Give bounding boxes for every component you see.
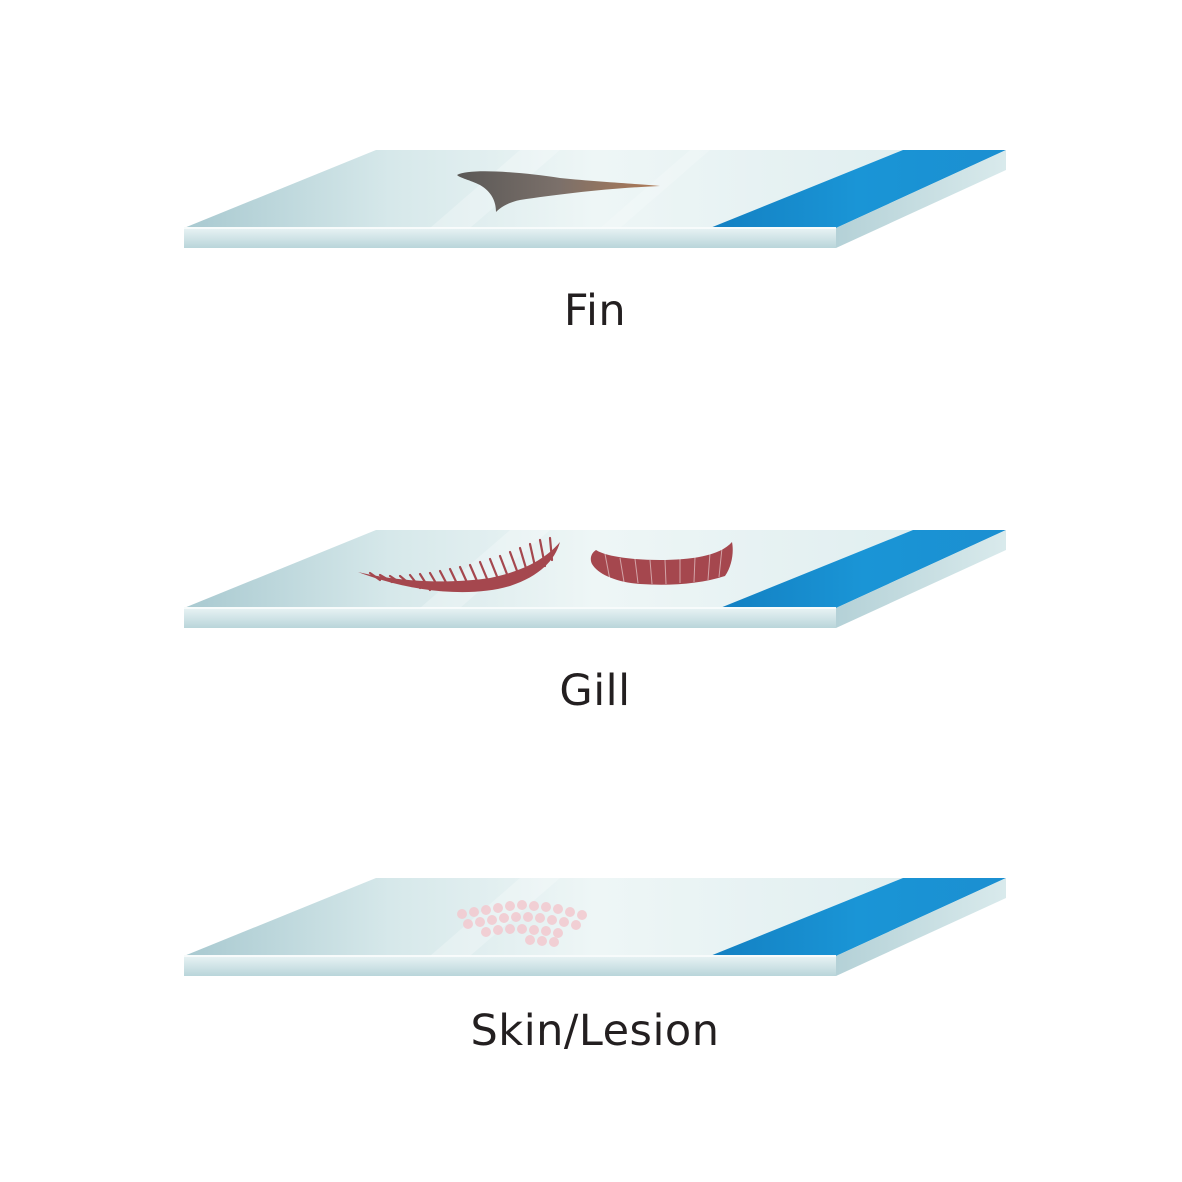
frosted-label <box>710 150 1006 228</box>
skin-slide-block: Skin/Lesion <box>0 868 1182 1068</box>
gill-slide-block: Gill <box>0 520 1182 720</box>
slide-label-fin: Fin <box>563 286 627 336</box>
glass-side-edge <box>836 530 1006 628</box>
glass-front-edge <box>184 608 836 628</box>
frosted-label <box>710 878 1006 956</box>
gill-tissue-icon <box>358 536 733 593</box>
fin-slide <box>184 150 1006 248</box>
glass-front-edge <box>184 228 836 248</box>
slide-label-skin-lesion: Skin/Lesion <box>470 1006 720 1056</box>
slide-label-gill: Gill <box>559 666 631 716</box>
glass-front-edge <box>184 956 836 976</box>
gill-slide <box>184 530 1006 628</box>
skin-cells-icon <box>457 900 587 947</box>
fin-tissue-icon <box>457 171 660 212</box>
fin-slide-block: Fin <box>0 140 1182 340</box>
glass-side-edge <box>836 150 1006 248</box>
skin-lesion-slide <box>184 878 1006 976</box>
glass-side-edge <box>836 878 1006 976</box>
frosted-label <box>720 530 1006 608</box>
